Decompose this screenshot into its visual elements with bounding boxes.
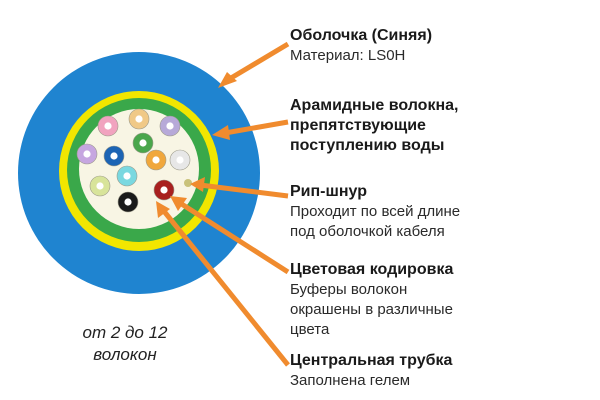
- arrow-jacket: [224, 41, 290, 84]
- fiber-buffer: [169, 149, 191, 171]
- coding-desc-line: Буферы волокон: [290, 281, 408, 298]
- callout-ripcord: Рип-шнур Проходит по всей длине под обол…: [290, 182, 460, 242]
- callout-color-coding: Цветовая кодировка Буферы волокон окраше…: [290, 260, 453, 340]
- arrow-tube: [161, 208, 290, 367]
- arrowhead-coding: [170, 196, 187, 211]
- callout-jacket: Оболочка (Синяя) Материал: LS0H: [290, 26, 432, 66]
- tube-desc: Заполнена гелем: [290, 372, 411, 389]
- fiber-count-label: от 2 до 12 волокон: [40, 322, 210, 366]
- fiber-buffer: [97, 115, 119, 137]
- fiber-buffer: [116, 165, 138, 187]
- coding-title: Цветовая кодировка: [290, 261, 454, 278]
- ripcord-desc-line: под оболочкой кабеля: [290, 223, 445, 240]
- fiber-count-line: волокон: [93, 345, 157, 364]
- arrow-aramid: [224, 119, 289, 136]
- fiber-buffer: [145, 149, 167, 171]
- coding-desc-line: цвета: [290, 321, 330, 338]
- arrowhead-jacket: [218, 72, 237, 88]
- aramid-title-line: поступлению воды: [290, 137, 445, 154]
- ripcord-desc-line: Проходит по всей длине: [290, 203, 461, 220]
- jacket-title: Оболочка (Синяя): [290, 27, 433, 44]
- fiber-buffer: [89, 175, 111, 197]
- fiber-buffer: [128, 108, 150, 130]
- fiber-buffer: [132, 132, 154, 154]
- arrowhead-ripcord: [190, 177, 205, 192]
- ripcord-dot: [184, 179, 192, 187]
- callout-aramid: Арамидные волокна, препятствующие поступ…: [290, 96, 458, 156]
- jacket-material: Материал: LS0H: [290, 47, 406, 64]
- fiber-buffer: [76, 143, 98, 165]
- fiber-buffer: [153, 179, 175, 201]
- callout-arrows: [156, 41, 290, 367]
- aramid-title-line: препятствующие: [290, 117, 426, 134]
- aramid-title-line: Арамидные волокна,: [290, 97, 459, 114]
- fiber-buffer: [159, 115, 181, 137]
- tube-title: Центральная трубка: [290, 352, 453, 369]
- fiber-buffer: [117, 191, 139, 213]
- coding-desc-line: окрашены в различные: [290, 301, 453, 318]
- arrow-ripcord: [199, 182, 289, 199]
- fiber-count-line: от 2 до 12: [82, 323, 168, 342]
- arrowhead-tube: [156, 201, 170, 218]
- fiber-buffer: [103, 145, 125, 167]
- fibers-group: [76, 108, 191, 213]
- ripcord-title: Рип-шнур: [290, 183, 367, 200]
- arrow-coding: [178, 200, 290, 275]
- callout-central-tube: Центральная трубка Заполнена гелем: [290, 351, 452, 391]
- arrowhead-aramid: [212, 125, 230, 140]
